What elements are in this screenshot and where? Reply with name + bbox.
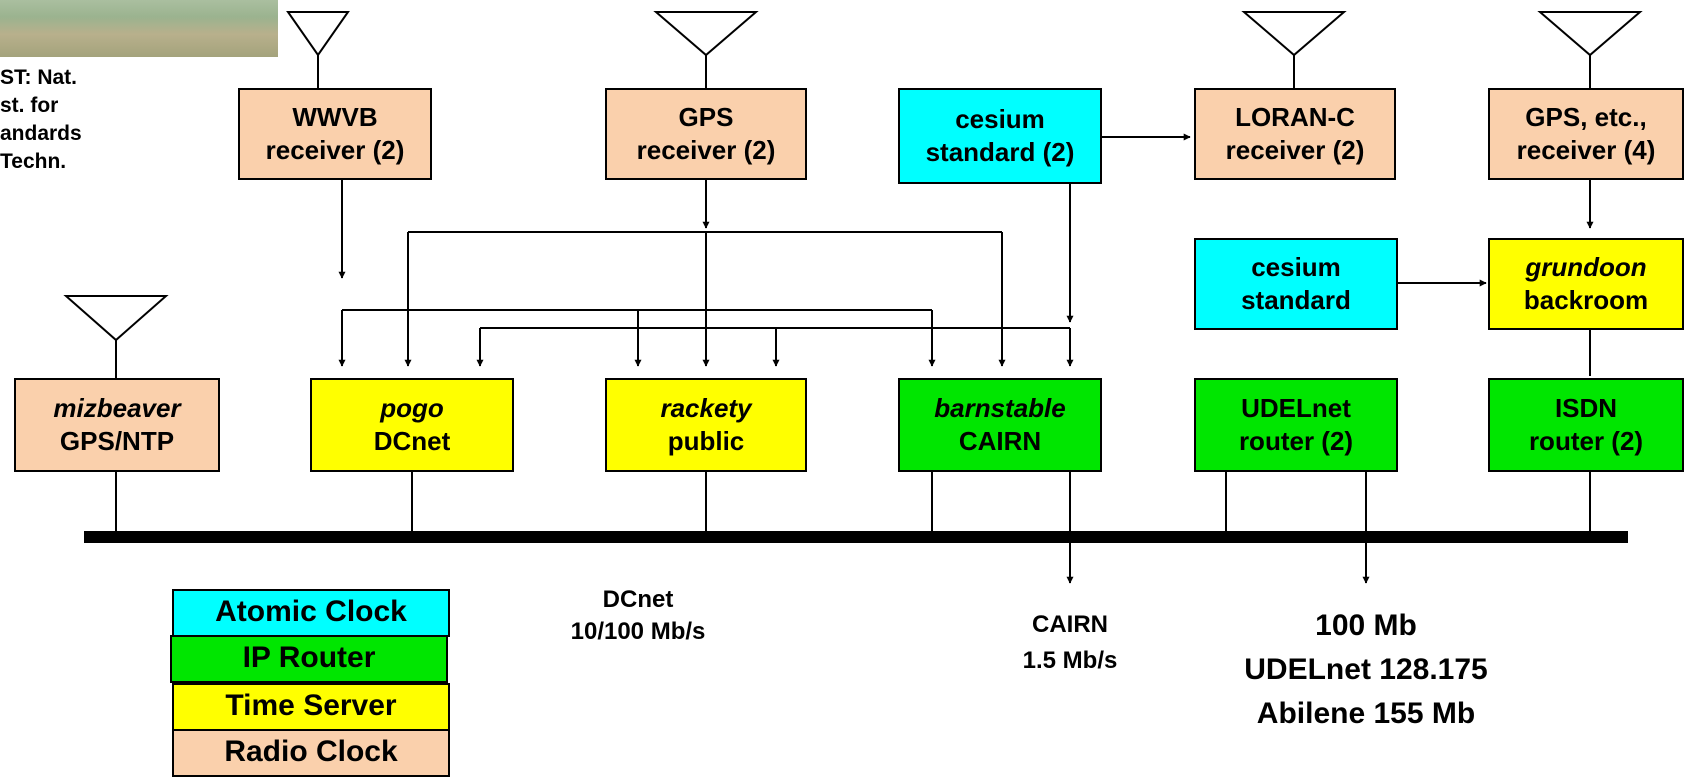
label-line: UDELnet 128.175 — [1244, 653, 1488, 686]
label-dcnet: DCnet 10/100 Mb/s — [538, 584, 738, 648]
legend-atomic-clock: Atomic Clock — [172, 589, 450, 637]
nist-photo — [0, 0, 278, 57]
node-udelnet-router[interactable]: UDELnet router (2) — [1194, 378, 1398, 472]
node-label: GPS, etc., — [1525, 102, 1647, 132]
legend-ip-router: IP Router — [170, 635, 448, 683]
node-label: receiver (4) — [1516, 135, 1656, 165]
node-isdn-router[interactable]: ISDN router (2) — [1488, 378, 1684, 472]
label-line: 100 Mb — [1315, 609, 1417, 642]
node-label: GPS — [678, 102, 734, 132]
legend-time-server: Time Server — [172, 683, 450, 731]
node-label: pogo — [380, 393, 444, 423]
node-label: standard — [1241, 285, 1351, 315]
node-cesium-standard[interactable]: cesium standard — [1194, 238, 1398, 330]
label-line: Abilene 155 Mb — [1256, 697, 1476, 730]
node-label: barnstable — [934, 393, 1066, 423]
node-label: receiver (2) — [636, 135, 776, 165]
node-label: LORAN-C — [1235, 102, 1355, 132]
node-label: cesium — [1251, 252, 1341, 282]
node-label: CAIRN — [958, 426, 1042, 456]
node-label: backroom — [1523, 285, 1649, 315]
node-label: WWVB — [292, 102, 378, 132]
node-cesium-standard-2[interactable]: cesium standard (2) — [898, 88, 1102, 184]
node-label: rackety — [660, 393, 752, 423]
antenna-icon — [286, 11, 350, 90]
label-udelnet: 100 Mb UDELnet 128.175 Abilene 155 Mb — [1176, 604, 1556, 736]
node-mizbeaver[interactable]: mizbeaver GPS/NTP — [14, 378, 220, 472]
node-label: router (2) — [1238, 426, 1354, 456]
photo-caption-line: st. for — [0, 94, 59, 117]
node-rackety[interactable]: rackety public — [605, 378, 807, 472]
node-wwvb-receiver[interactable]: WWVB receiver (2) — [238, 88, 432, 180]
node-gps-etc-receiver[interactable]: GPS, etc., receiver (4) — [1488, 88, 1684, 180]
node-gps-receiver[interactable]: GPS receiver (2) — [605, 88, 807, 180]
node-label: cesium — [955, 104, 1045, 134]
node-label: UDELnet — [1241, 393, 1351, 423]
label-cairn: CAIRN 1.5 Mb/s — [980, 607, 1160, 679]
node-loran-c-receiver[interactable]: LORAN-C receiver (2) — [1194, 88, 1396, 180]
label-line: 10/100 Mb/s — [570, 618, 706, 645]
photo-caption-line: ST: Nat. — [0, 66, 78, 89]
label-line: DCnet — [602, 586, 674, 613]
legend-radio-clock: Radio Clock — [172, 729, 450, 777]
photo-caption-line: andards — [0, 122, 82, 145]
node-label: router (2) — [1528, 426, 1644, 456]
node-label: receiver (2) — [1225, 135, 1365, 165]
antenna-icon — [653, 11, 759, 90]
node-label: mizbeaver — [53, 393, 181, 423]
node-barnstable[interactable]: barnstable CAIRN — [898, 378, 1102, 472]
photo-caption-line: Techn. — [0, 150, 67, 173]
node-label: DCnet — [373, 426, 451, 456]
antenna-icon — [63, 295, 169, 378]
antenna-icon — [1241, 11, 1347, 90]
label-line: CAIRN — [1032, 611, 1108, 638]
node-label: grundoon — [1525, 252, 1647, 282]
node-grundoon-backroom[interactable]: grundoon backroom — [1488, 238, 1684, 330]
photo-caption: ST: Nat. st. for andards Techn. — [0, 64, 160, 176]
node-label: public — [667, 426, 745, 456]
node-pogo[interactable]: pogo DCnet — [310, 378, 514, 472]
label-line: 1.5 Mb/s — [1022, 647, 1118, 674]
node-label: standard (2) — [925, 137, 1075, 167]
node-label: receiver (2) — [265, 135, 405, 165]
node-label: ISDN — [1554, 393, 1618, 423]
antenna-icon — [1537, 11, 1643, 90]
node-label: GPS/NTP — [59, 426, 175, 456]
